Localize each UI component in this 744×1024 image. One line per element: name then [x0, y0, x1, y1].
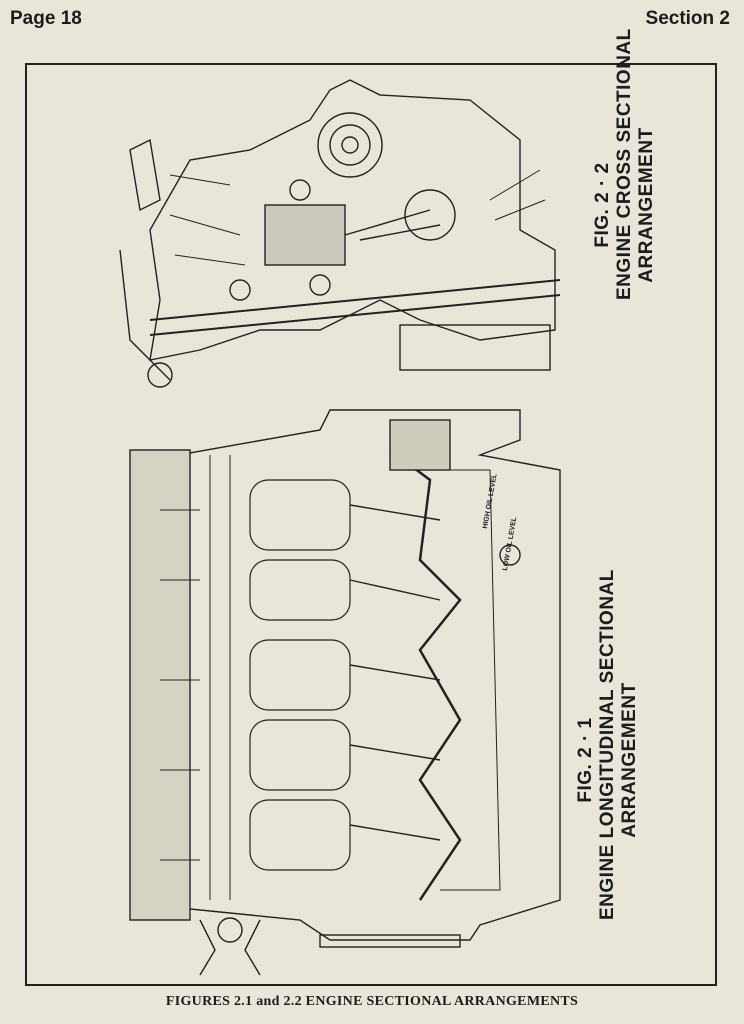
- figure-title: ENGINE CROSS SECTIONAL: [614, 28, 635, 300]
- figure-2-2-caption: FIG. 2 · 2 ENGINE CROSS SECTIONAL ARRANG…: [592, 28, 658, 300]
- figure-title: ENGINE LONGITUDINAL SECTIONAL: [597, 569, 618, 920]
- figure-number: FIG. 2 · 1: [575, 717, 596, 803]
- figure-title-line2: ARRANGEMENT: [636, 127, 657, 283]
- figure-number: FIG. 2 · 2: [592, 162, 613, 248]
- figure-2-1-caption: FIG. 2 · 1 ENGINE LONGITUDINAL SECTIONAL…: [575, 569, 641, 920]
- figure-title-line2: ARRANGEMENT: [619, 682, 640, 838]
- section-label: Section 2: [645, 8, 730, 29]
- cross-section-drawing: [119, 79, 561, 388]
- figure-frame: [25, 63, 717, 986]
- figures-caption: FIGURES 2.1 and 2.2 ENGINE SECTIONAL ARR…: [165, 994, 579, 1009]
- page-number: Page 18: [10, 8, 82, 29]
- longitudinal-drawing: [129, 409, 561, 976]
